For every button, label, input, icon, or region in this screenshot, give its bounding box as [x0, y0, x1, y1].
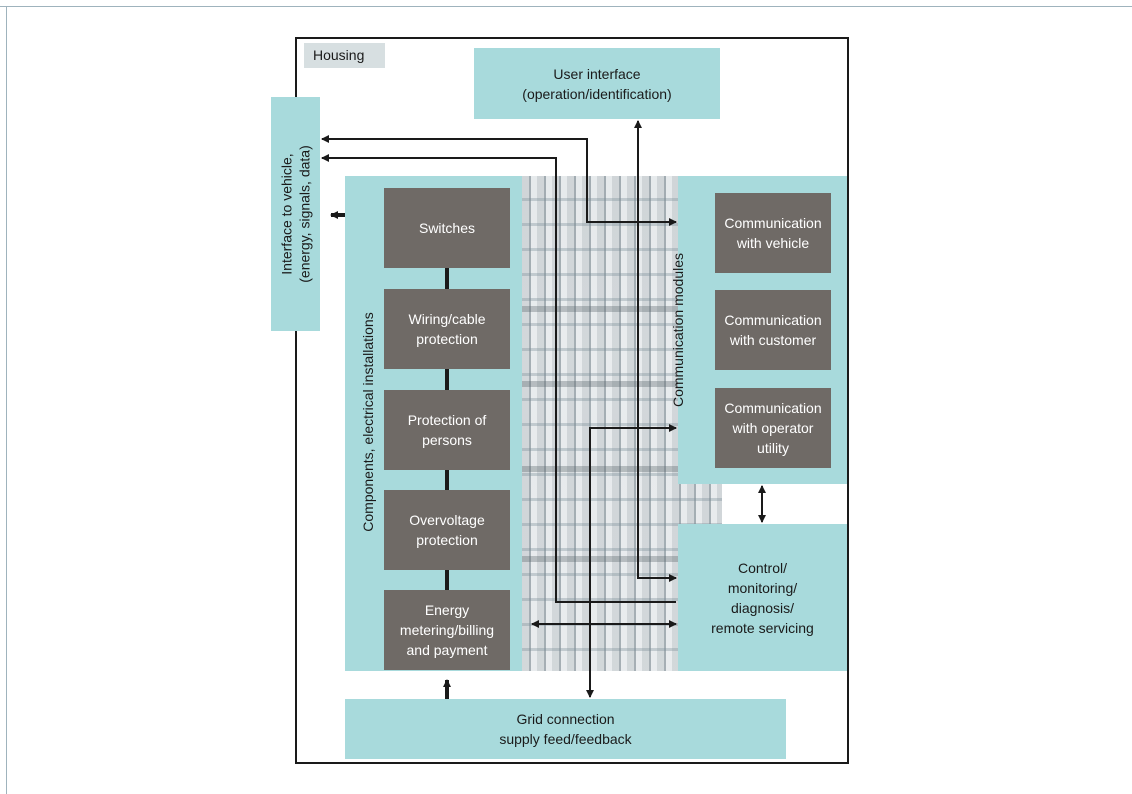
comm-text: Communication [724, 215, 822, 231]
grid-line1: Grid connection [516, 711, 615, 727]
component-text: and payment [406, 642, 488, 658]
control-line: monitoring/ [727, 579, 798, 596]
housing-label: Housing [304, 43, 385, 68]
comm-text: with vehicle [736, 235, 810, 251]
operator-grid-arrow [586, 424, 677, 698]
control-line: Control/ [737, 559, 788, 576]
component-text: protection [416, 532, 478, 548]
component-text: Wiring/cable [408, 311, 486, 327]
user-interface-control-arrow [634, 120, 677, 582]
control-box: Control/ monitoring/ diagnosis/ remote s… [678, 524, 847, 671]
component-text: protection [416, 331, 478, 347]
component-text: metering/billing [399, 622, 495, 638]
component-text: Overvoltage [409, 512, 485, 528]
grid-line2: supply feed/feedback [499, 731, 632, 747]
component-box-energy-metering: Energy metering/billing and payment [384, 590, 510, 670]
photo-rail [522, 381, 722, 387]
vehicle-interface-box [271, 97, 320, 331]
component-box-overvoltage: Overvoltage protection [384, 490, 510, 570]
control-line: remote servicing [711, 619, 814, 636]
vehicle-control-arrow [321, 154, 676, 603]
control-line: diagnosis/ [730, 599, 795, 616]
comm-text: Communication [724, 312, 822, 328]
comm-box-customer: Communication with customer [715, 290, 831, 370]
frame-top-line [0, 6, 1132, 7]
comm-text: with customer [729, 332, 817, 348]
comm-box-operator: Communication with operator utility [715, 388, 831, 468]
user-interface-line2: (operation/identification) [522, 85, 672, 102]
component-text: persons [422, 432, 472, 448]
comm-text: with operator [732, 420, 814, 436]
comm-text: utility [757, 440, 789, 456]
user-interface-box: User interface (operation/identification… [474, 48, 720, 119]
grid-connection-box: Grid connection supply feed/feedback [345, 699, 786, 759]
component-text: Energy [424, 602, 470, 618]
comm-box-vehicle: Communication with vehicle [715, 193, 831, 273]
photo-rail [522, 306, 722, 312]
component-box-wiring: Wiring/cable protection [384, 289, 510, 369]
component-box-protection-persons: Protection of persons [384, 390, 510, 470]
vehicle-comm-arrow [321, 135, 677, 226]
component-text: Protection of [407, 412, 487, 428]
frame-left-line [6, 6, 7, 794]
comm-text: Communication [724, 400, 822, 416]
user-interface-line1: User interface [553, 65, 641, 82]
